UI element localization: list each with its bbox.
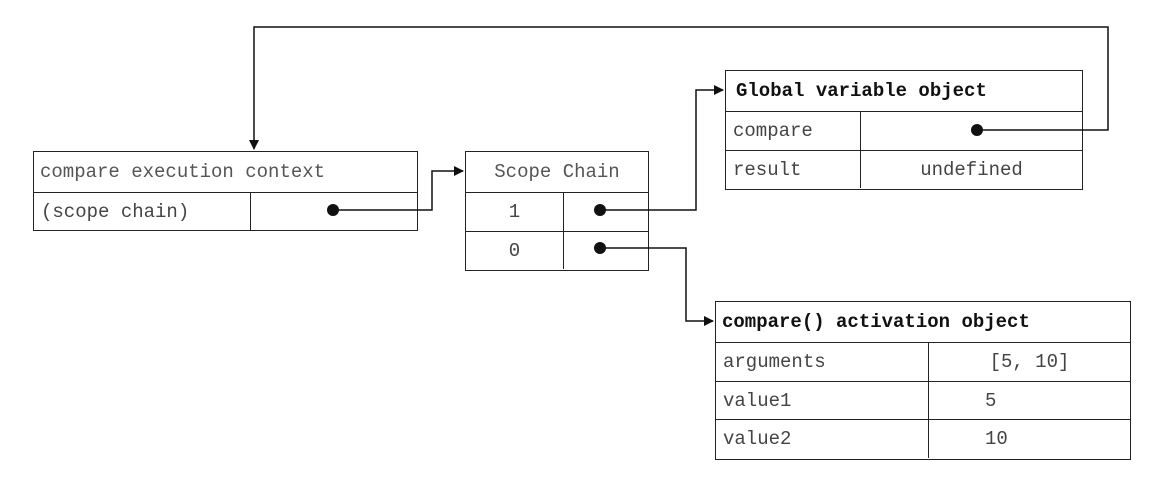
global-object-header: Global variable object — [726, 71, 1082, 111]
activation-object-name-value1: value1 — [723, 389, 792, 412]
scope-chain-header: Scope Chain — [466, 152, 648, 192]
scope-chain-index-1: 1 — [508, 201, 521, 223]
activation-object-value-value2: 10 — [928, 420, 1130, 458]
global-object-value-result: undefined — [860, 151, 1082, 188]
execution-context-box: compare execution context (scope chain) — [33, 151, 418, 231]
activation-object-row-arguments: arguments [5, 10] — [716, 342, 1130, 381]
scope-chain-pointer-cell-0 — [563, 232, 648, 269]
pointer-dot-global-compare — [971, 124, 983, 136]
scope-chain-pointer-cell — [250, 193, 417, 230]
activation-object-value-arguments: [5, 10] — [928, 343, 1130, 381]
global-object-title: Global variable object — [736, 80, 987, 102]
pointer-dot-scope-1 — [594, 204, 606, 216]
connector-scope-1-to-global — [600, 85, 724, 211]
global-object-name-result: result — [733, 158, 802, 181]
activation-object-header: compare() activation object — [716, 302, 1130, 342]
connector-context-to-scope-chain — [333, 166, 464, 211]
activation-object-name-arguments: arguments — [723, 351, 826, 373]
scope-chain-pointer-cell-1 — [563, 193, 648, 231]
connector-scope-0-to-activation — [600, 247, 714, 326]
pointer-dot-context — [327, 204, 339, 216]
pointer-dot-scope-0 — [594, 242, 606, 254]
global-object-row-compare: compare — [726, 111, 1082, 150]
global-object-value-compare — [860, 112, 1082, 150]
activation-object-name-value2: value2 — [723, 428, 792, 450]
activation-object-value-value1: 5 — [928, 382, 1130, 419]
execution-context-header: compare execution context — [34, 152, 417, 192]
activation-object-row-value2: value2 10 — [716, 419, 1130, 458]
execution-context-title: compare execution context — [40, 161, 326, 183]
activation-object-row-value1: value1 5 — [716, 381, 1130, 419]
global-object-row-result: result undefined — [726, 150, 1082, 188]
scope-chain-index-0: 0 — [508, 239, 521, 262]
connector-global-compare-to-context — [249, 26, 1109, 150]
scope-chain-box: Scope Chain 1 0 — [465, 151, 649, 271]
scope-chain-title: Scope Chain — [494, 161, 620, 183]
scope-chain-row-1: 1 — [466, 192, 648, 231]
scope-chain-row-0: 0 — [466, 231, 648, 269]
activation-object-box: compare() activation object arguments [5… — [715, 301, 1131, 460]
activation-object-title: compare() activation object — [722, 311, 1030, 333]
scope-chain-label: (scope chain) — [41, 200, 190, 223]
global-object-name-compare: compare — [733, 120, 813, 142]
execution-context-row: (scope chain) — [34, 192, 417, 230]
